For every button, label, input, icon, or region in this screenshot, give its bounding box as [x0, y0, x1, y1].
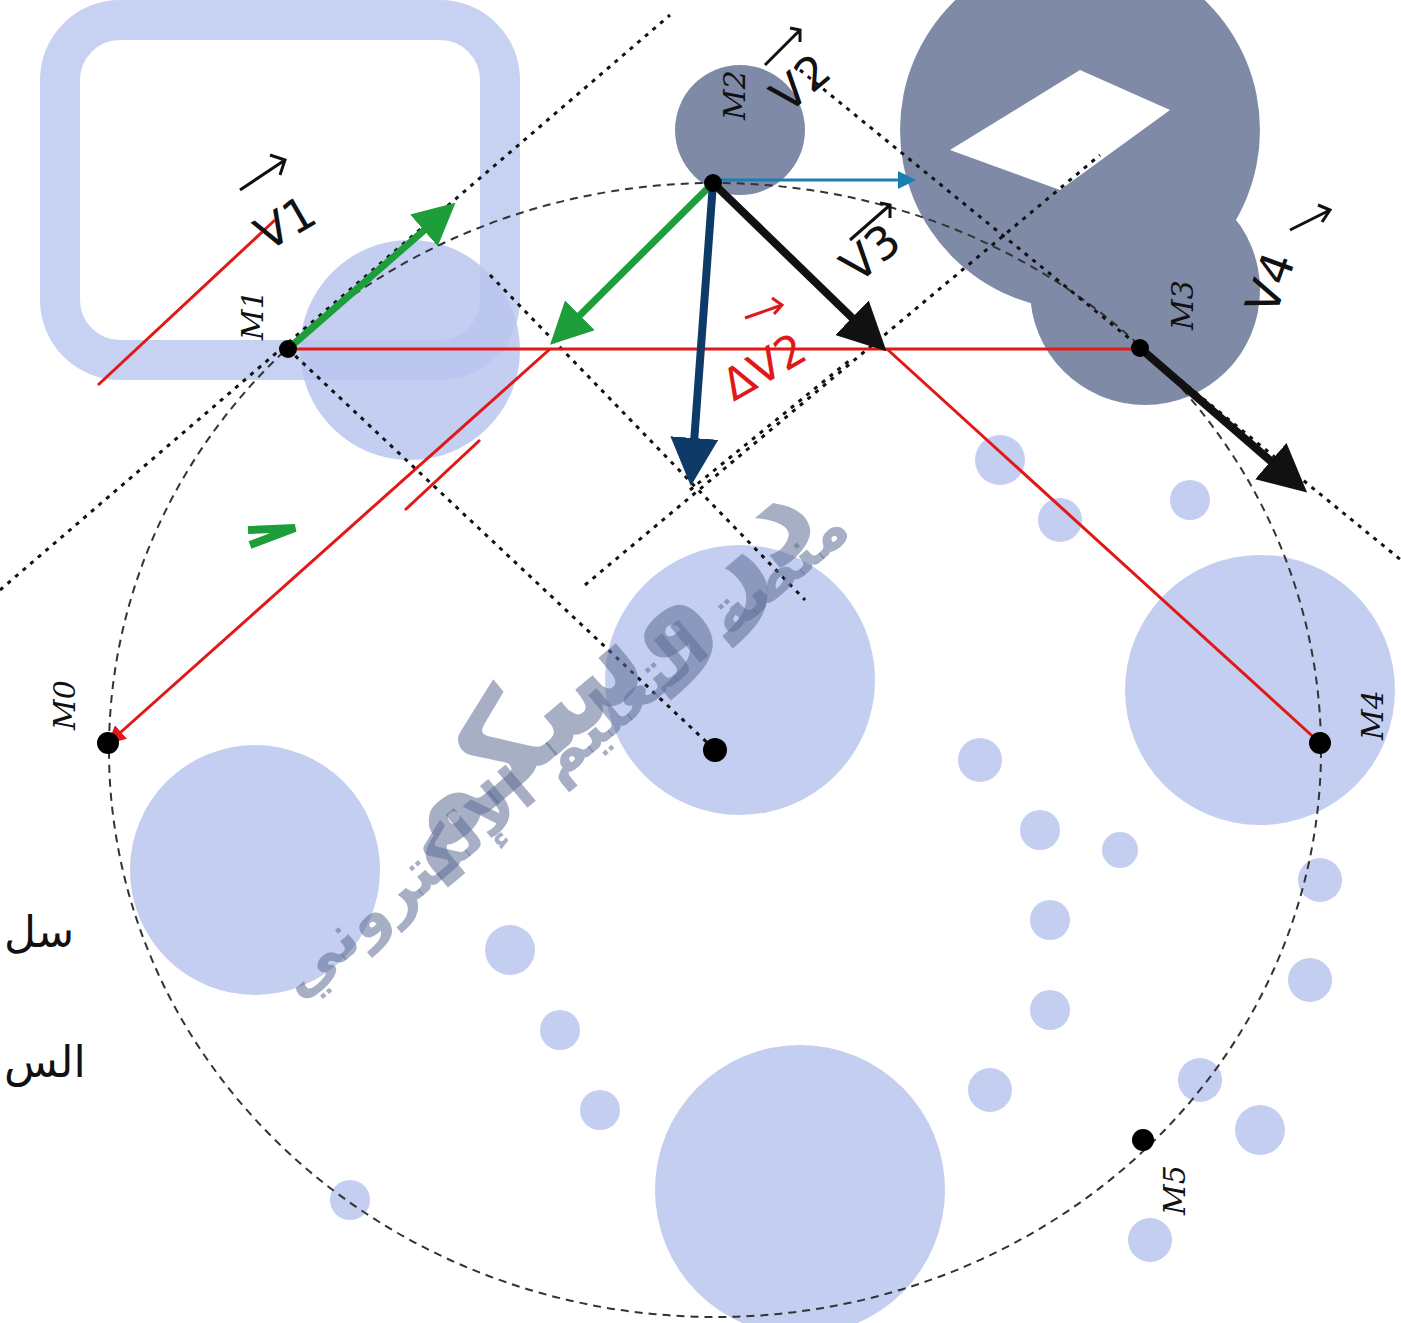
point-label: M0 [50, 680, 80, 730]
handwritten-note: سل [4, 910, 74, 954]
vector-label: V3 [832, 216, 908, 290]
point-label: M1 [238, 290, 268, 340]
handwritten-note: الس [4, 1040, 86, 1084]
delta-v-label: ΔV2 [715, 326, 813, 408]
point-label: M2 [720, 70, 750, 120]
point-label: M5 [1160, 1165, 1190, 1215]
point-label: M3 [1168, 280, 1198, 330]
vector-label: V1 [248, 188, 324, 258]
watermark-blobs [130, 240, 1395, 1323]
point-label: M4 [1358, 690, 1388, 740]
